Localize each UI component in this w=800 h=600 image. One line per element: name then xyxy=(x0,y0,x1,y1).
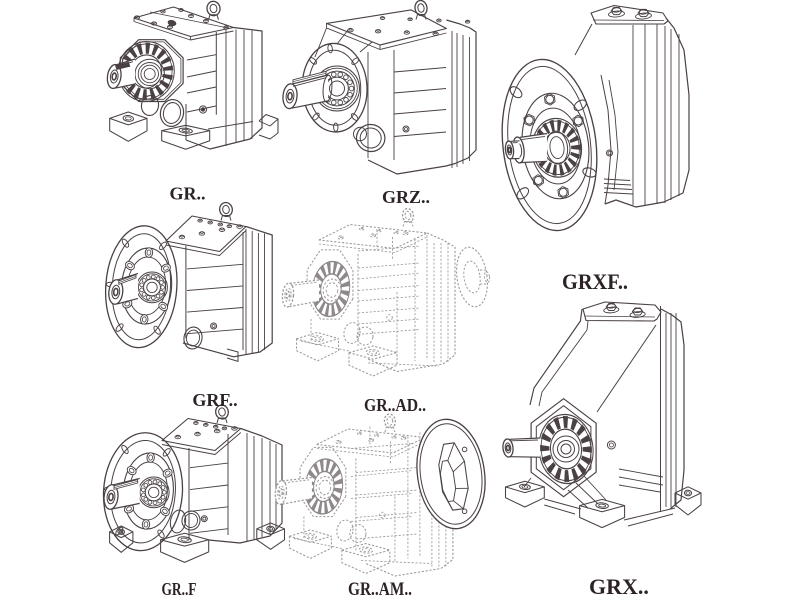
svg-text:GR..AM..: GR..AM.. xyxy=(348,579,412,600)
svg-text:GRZ..: GRZ.. xyxy=(382,187,430,207)
svg-text:GR..AD..: GR..AD.. xyxy=(364,395,426,415)
svg-text:GRX..: GRX.. xyxy=(589,574,649,599)
svg-text:GRF..: GRF.. xyxy=(192,390,237,410)
svg-text:GR..F: GR..F xyxy=(162,579,197,599)
svg-text:GR..: GR.. xyxy=(170,184,206,204)
svg-text:GRXF..: GRXF.. xyxy=(562,269,628,294)
